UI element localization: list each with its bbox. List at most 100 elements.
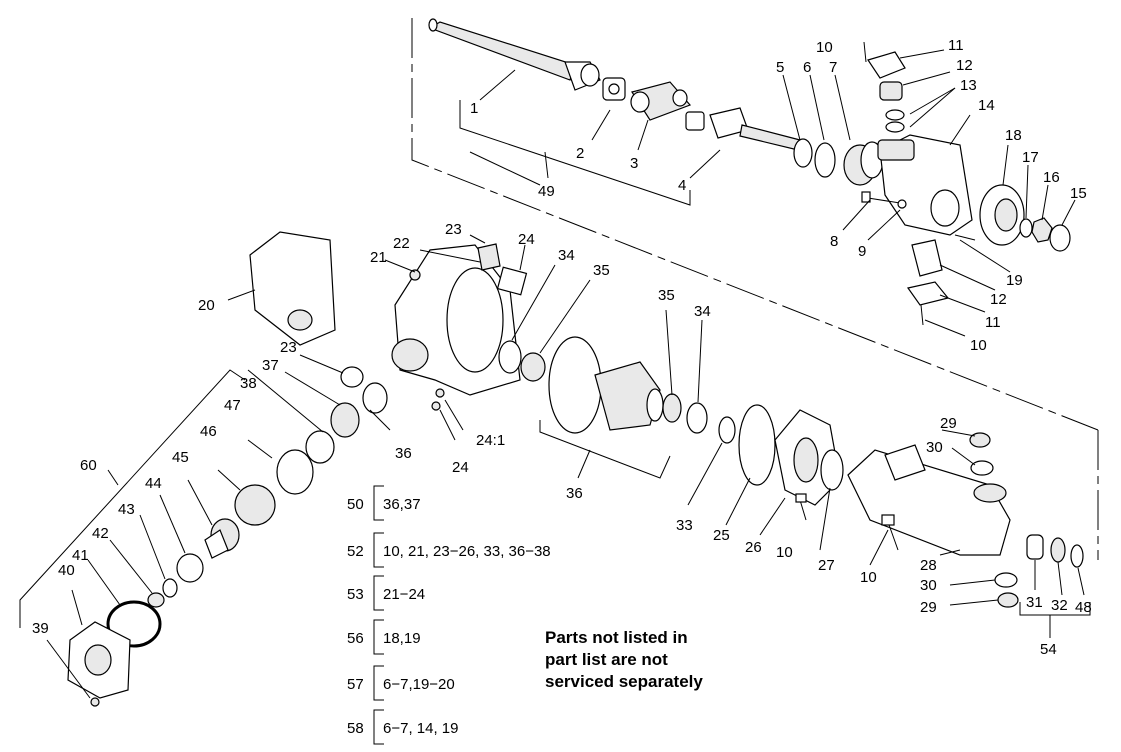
callout-8: 8 xyxy=(830,233,838,250)
bracket-54 xyxy=(1019,602,1091,616)
thrust-washer xyxy=(793,138,813,168)
svg-text:53: 53 xyxy=(347,586,364,603)
callout-48: 48 xyxy=(1075,599,1092,616)
callout-12a: 12 xyxy=(956,57,973,74)
washer-42 xyxy=(147,592,165,608)
svg-text:10, 21, 23−26, 33, 36−38: 10, 21, 23−26, 33, 36−38 xyxy=(383,543,551,560)
callout-24b: 24 xyxy=(452,459,469,476)
callout-39: 39 xyxy=(32,620,49,637)
svg-text:serviced separately: serviced separately xyxy=(545,672,703,691)
callout-45: 45 xyxy=(172,449,189,466)
o-ring-41 xyxy=(106,600,162,648)
pinion-yoke-45 xyxy=(204,518,240,559)
bearing-37 xyxy=(330,402,360,438)
callout-26: 26 xyxy=(745,539,762,556)
cup-30b xyxy=(994,572,1018,588)
callout-33: 33 xyxy=(676,517,693,534)
axle-tube-28 xyxy=(847,444,1011,556)
snap-ring xyxy=(814,142,836,178)
callout-11a: 11 xyxy=(948,37,964,54)
cone-35b xyxy=(662,393,682,423)
callouts: 1 2 3 4 49 5 6 7 10 11 12 13 14 18 17 16… xyxy=(32,37,1092,658)
bolt-10-lower xyxy=(881,514,899,551)
pinion-cage-40 xyxy=(67,621,131,699)
callout-31: 31 xyxy=(1026,594,1043,611)
callout-24c: 24:1 xyxy=(476,432,505,449)
callout-22: 22 xyxy=(393,235,410,252)
callout-29a: 29 xyxy=(940,415,957,432)
callout-6: 6 xyxy=(803,59,811,76)
nut-16 xyxy=(1031,217,1053,243)
callout-46: 46 xyxy=(200,423,217,440)
seal-32 xyxy=(1050,537,1066,563)
spacer-43 xyxy=(162,578,178,598)
cap-15 xyxy=(1049,224,1071,252)
kit-row-56: 56 18,19 xyxy=(347,619,421,655)
callout-37: 37 xyxy=(262,357,279,374)
gasket-25 xyxy=(738,404,776,486)
svg-text:part list are not: part list are not xyxy=(545,650,668,669)
svg-text:18,19: 18,19 xyxy=(383,630,421,647)
cup-34b xyxy=(686,402,708,434)
kit-row-53: 53 21−24 xyxy=(347,575,425,611)
bushing-31 xyxy=(1026,534,1044,560)
callout-3: 3 xyxy=(630,155,638,172)
seal-23 xyxy=(340,366,364,388)
kit-row-50: 50 36,37 xyxy=(347,485,421,521)
callout-18: 18 xyxy=(1005,127,1022,144)
axle-shaft xyxy=(428,18,601,91)
callout-13: 13 xyxy=(960,77,977,94)
bracket-36 xyxy=(539,420,671,479)
callout-35b: 35 xyxy=(658,287,675,304)
service-note: Parts not listed in part list are not se… xyxy=(545,628,703,691)
callout-14: 14 xyxy=(978,97,995,114)
centerline-lower xyxy=(469,151,541,186)
washer-17 xyxy=(1019,218,1033,238)
callout-30a: 30 xyxy=(926,439,943,456)
stub-shaft xyxy=(685,107,801,151)
callout-38: 38 xyxy=(240,375,257,392)
callout-4: 4 xyxy=(678,177,686,194)
callout-23a: 23 xyxy=(445,221,462,238)
carrier-housing xyxy=(391,244,521,396)
callout-29b: 29 xyxy=(920,599,937,616)
lower-king-pin xyxy=(906,234,976,326)
svg-text:58: 58 xyxy=(347,720,364,737)
svg-text:50: 50 xyxy=(347,496,364,513)
callout-17: 17 xyxy=(1022,149,1039,166)
knuckle-20 xyxy=(249,231,336,346)
svg-text:6−7,19−20: 6−7,19−20 xyxy=(383,676,455,693)
callout-54: 54 xyxy=(1040,641,1057,658)
leader-lines xyxy=(46,49,1085,699)
callout-11b: 11 xyxy=(985,314,1001,331)
callout-36a: 36 xyxy=(395,445,412,462)
bolt-8 xyxy=(861,191,901,204)
callout-5: 5 xyxy=(776,59,784,76)
pinion-36 xyxy=(362,382,388,414)
plug-22 xyxy=(477,243,501,271)
svg-text:56: 56 xyxy=(347,630,364,647)
callout-44: 44 xyxy=(145,475,162,492)
hub-flange xyxy=(979,184,1025,246)
callout-49: 49 xyxy=(538,183,555,200)
callout-10d: 10 xyxy=(860,569,877,586)
callout-21: 21 xyxy=(370,249,387,266)
cone-35 xyxy=(520,352,546,382)
callout-15: 15 xyxy=(1070,185,1087,202)
kit-row-52: 52 10, 21, 23−26, 33, 36−38 xyxy=(347,532,551,568)
o-ring-27 xyxy=(820,449,844,491)
callout-27: 27 xyxy=(818,557,835,574)
bearing-29a xyxy=(969,432,991,448)
svg-text:52: 52 xyxy=(347,543,364,560)
callout-10c: 10 xyxy=(776,544,793,561)
svg-text:6−7, 14, 19: 6−7, 14, 19 xyxy=(383,720,458,737)
callout-28: 28 xyxy=(920,557,937,574)
upper-king-pin xyxy=(863,41,906,133)
callout-10a: 10 xyxy=(816,39,833,56)
callout-24a: 24 xyxy=(518,231,535,248)
kit-row-57: 57 6−7,19−20 xyxy=(347,665,455,701)
callout-42: 42 xyxy=(92,525,109,542)
callout-36b: 36 xyxy=(566,485,583,502)
bearing-cup-34 xyxy=(498,340,522,374)
